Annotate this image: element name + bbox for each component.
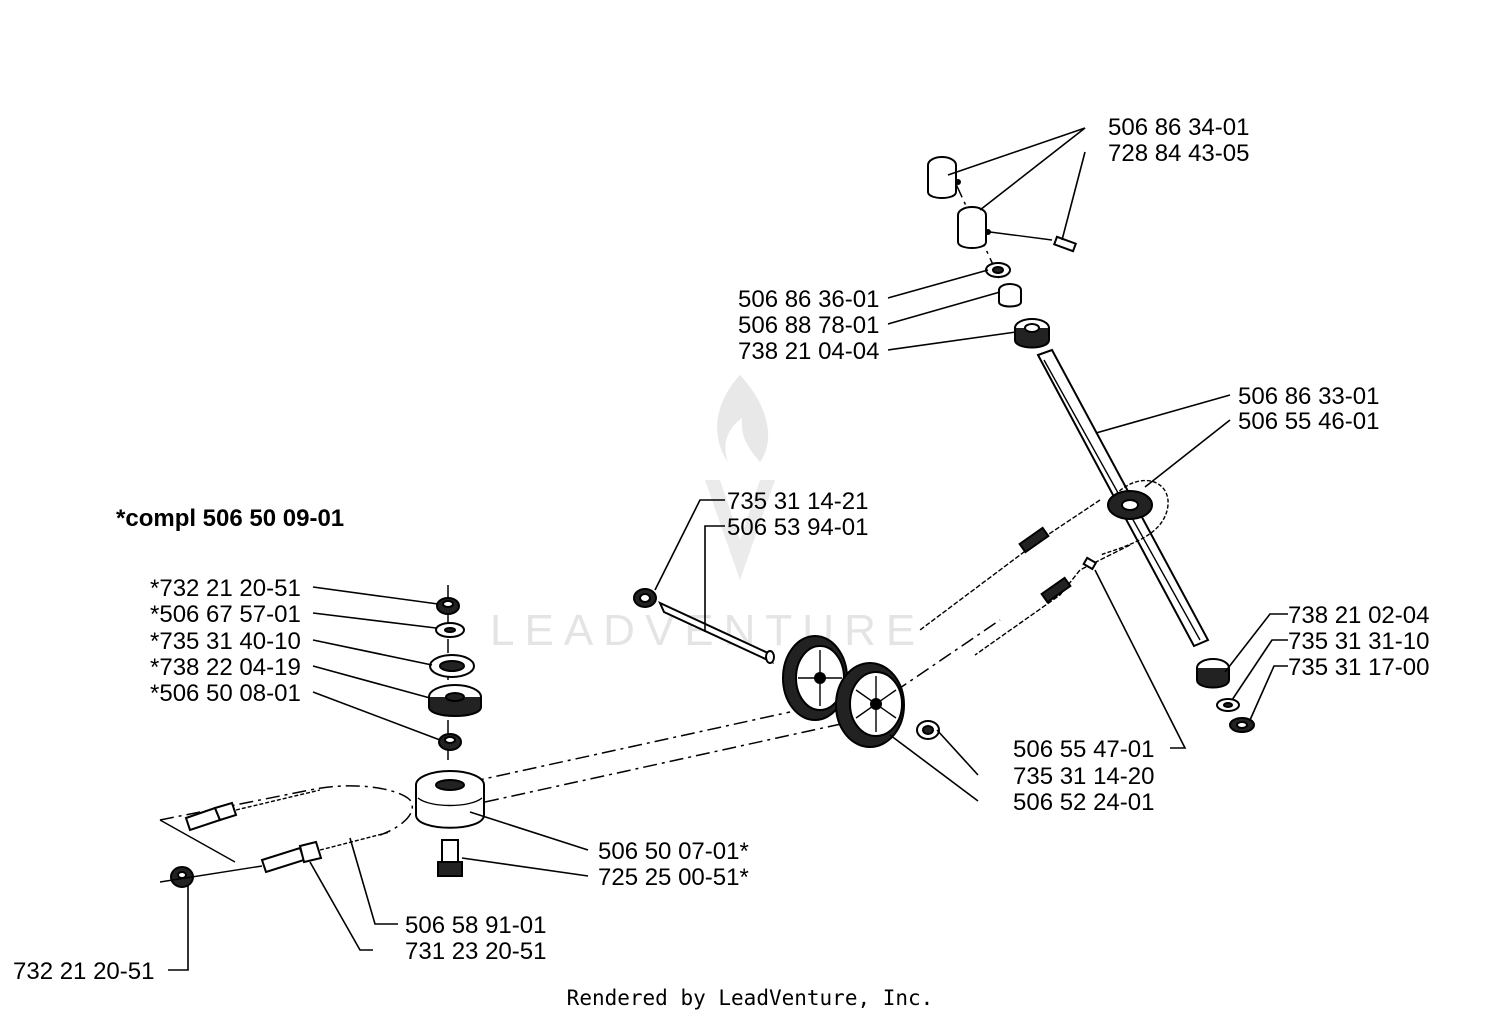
bolt-725-25-00-51 — [437, 839, 463, 877]
cable-path-left — [159, 785, 413, 836]
cable-adjuster-upper — [184, 789, 321, 832]
spring-735-31-40-10 — [429, 654, 475, 678]
collar-lower — [957, 206, 991, 249]
label-506-88-78-01: 506 88 78-01 — [738, 312, 879, 339]
label-735-31-31-10: 735 31 31-10 — [1288, 628, 1429, 655]
label-732-21-20-51: 732 21 20-51 — [13, 958, 154, 985]
set-screw — [989, 231, 1078, 253]
pulley-506-52-24-01 — [835, 662, 905, 748]
bearing-738-21-02-04 — [1196, 658, 1230, 689]
part-labels: 506 86 34-01 728 84 43-05 506 86 36-01 5… — [13, 114, 1429, 985]
cable-end-guide — [159, 819, 236, 863]
label-731-23-20-51: 731 23 20-51 — [405, 938, 546, 965]
label-506-58-91-01: 506 58 91-01 — [405, 912, 546, 939]
label-735-31-40-10-star: *735 31 40-10 — [150, 628, 301, 655]
footer-credit: Rendered by LeadVenture, Inc. — [567, 986, 934, 1010]
label-735-31-17-00: 735 31 17-00 — [1288, 654, 1429, 681]
washer-506-86-36-01-hole — [992, 266, 1004, 274]
pulley-506-50-07-01 — [415, 770, 485, 829]
label-735-31-14-20: 735 31 14-20 — [1013, 763, 1154, 790]
label-725-25-00-51-star: 725 25 00-51* — [598, 864, 749, 891]
bearing-738-21-04-04 — [1014, 318, 1050, 349]
cable-connector-lower — [1040, 576, 1072, 604]
collar-upper — [927, 156, 961, 199]
label-506-86-36-01: 506 86 36-01 — [738, 286, 879, 313]
label-738-21-02-04: 738 21 02-04 — [1288, 602, 1429, 629]
label-506-67-57-01-star: *506 67 57-01 — [150, 601, 301, 628]
label-506-86-34-01: 506 86 34-01 — [1108, 114, 1249, 141]
center-line-lower — [484, 721, 851, 803]
lock-washer-735-31-17-00-hole — [1236, 721, 1248, 729]
nut-735-31-14-20 — [916, 720, 940, 740]
cable-to-sprocket-upper — [919, 499, 1101, 631]
axle-506-53-94-01 — [658, 600, 775, 665]
label-735-31-14-21: 735 31 14-21 — [727, 488, 868, 515]
v-logo-icon — [705, 480, 775, 580]
pulley-rear — [782, 635, 848, 721]
label-738-21-04-04: 738 21 04-04 — [738, 338, 879, 365]
nut-732-21-20-51-top — [436, 597, 460, 615]
page-title: *compl 506 50 09-01 — [116, 505, 344, 532]
label-738-22-04-19-star: *738 22 04-19 — [150, 654, 301, 681]
label-506-53-94-01: 506 53 94-01 — [727, 514, 868, 541]
sprocket — [1107, 490, 1153, 520]
chain-upper-arc — [1099, 479, 1169, 556]
label-506-50-08-01-star: *506 50 08-01 — [150, 680, 301, 707]
label-728-84-43-05: 728 84 43-05 — [1108, 140, 1249, 167]
chain-link-506-55-47-01 — [1082, 556, 1098, 571]
label-506-86-33-01: 506 86 33-01 — [1238, 383, 1379, 410]
washer-735-31-31-10-hole — [1223, 702, 1233, 708]
label-506-55-46-01: 506 55 46-01 — [1238, 408, 1379, 435]
nut-axis — [159, 865, 263, 883]
spacer-506-50-08-01 — [438, 733, 462, 751]
leader-lines — [168, 127, 1288, 971]
label-732-21-20-51-star: *732 21 20-51 — [150, 575, 301, 602]
washer-506-67-57-01-hole — [444, 627, 456, 633]
bearing-738-22-04-19 — [428, 684, 482, 717]
cable-connector-upper — [1018, 526, 1050, 554]
center-line-upper — [469, 711, 791, 783]
cable-adjuster-lower — [260, 831, 391, 874]
label-506-52-24-01: 506 52 24-01 — [1013, 789, 1154, 816]
bushing-506-88-78-01 — [998, 283, 1022, 308]
cable-to-sprocket-lower — [974, 544, 1131, 656]
label-506-55-47-01: 506 55 47-01 — [1013, 736, 1154, 763]
label-506-50-07-01-star: 506 50 07-01* — [598, 838, 749, 865]
nut-735-31-14-21 — [633, 588, 657, 608]
flame-logo-icon — [717, 375, 769, 462]
